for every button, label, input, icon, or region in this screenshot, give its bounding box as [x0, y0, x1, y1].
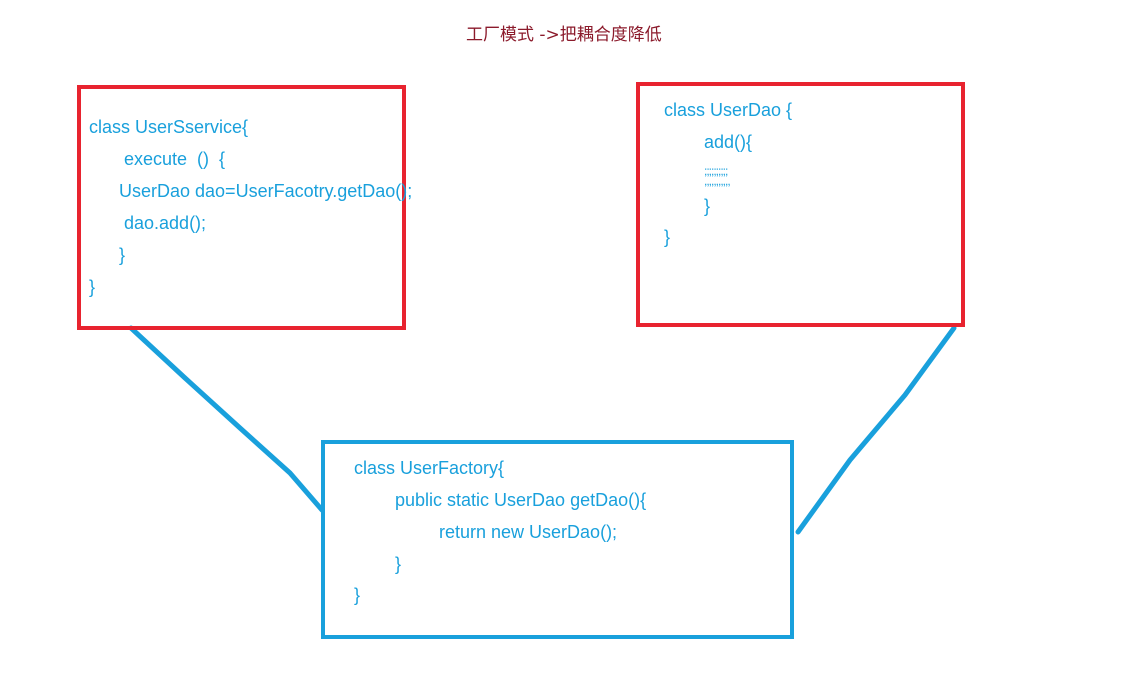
code-line: return new UserDao(); [439, 522, 618, 542]
code-line: class UserDao { [664, 100, 793, 120]
code-placeholder-dots: ;;;;;;;;;; [704, 164, 728, 178]
code-line: } [89, 277, 96, 297]
code-line: add(){ [704, 132, 753, 152]
connector-service-to-factory [128, 325, 325, 513]
code-line: class UserFactory{ [354, 458, 505, 478]
code-line: } [664, 227, 671, 247]
code-line: } [704, 196, 711, 216]
code-line: dao.add(); [124, 213, 207, 233]
user-factory-box [321, 440, 794, 639]
code-line: UserDao dao=UserFacotry.getDao(); [119, 181, 413, 201]
code-line: execute () { [124, 149, 226, 169]
code-line: class UserSservice{ [89, 117, 249, 137]
diagram-title: 工厂模式 ->把耦合度降低 [466, 25, 662, 45]
code-line: } [395, 554, 402, 574]
user-service-box [77, 85, 406, 330]
connector-dao-to-factory [795, 325, 957, 535]
code-line: public static UserDao getDao(){ [395, 490, 647, 510]
code-placeholder-dots: ,,,,,,,,,,, [704, 174, 731, 188]
code-line: } [354, 585, 361, 605]
user-dao-box [636, 82, 965, 327]
code-line: } [119, 245, 126, 265]
